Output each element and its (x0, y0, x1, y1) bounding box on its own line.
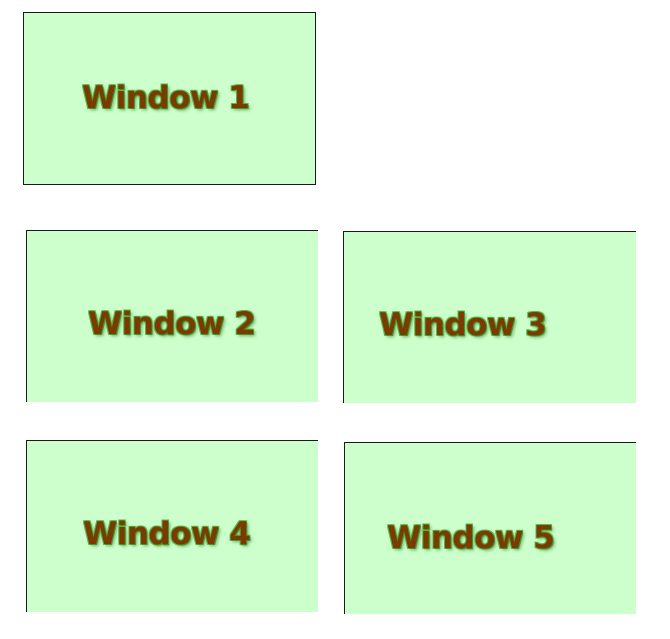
window-4-label: Window 4 (83, 516, 251, 552)
window-1-label: Window 1 (82, 80, 250, 116)
window-3-label: Window 3 (379, 307, 547, 343)
window-1[interactable]: Window 1 (23, 12, 316, 185)
window-2[interactable]: Window 2 (26, 230, 318, 402)
window-5[interactable]: Window 5 (344, 442, 636, 614)
window-3[interactable]: Window 3 (343, 231, 636, 403)
window-4[interactable]: Window 4 (26, 440, 318, 612)
window-5-label: Window 5 (387, 520, 555, 556)
window-2-label: Window 2 (88, 306, 256, 342)
